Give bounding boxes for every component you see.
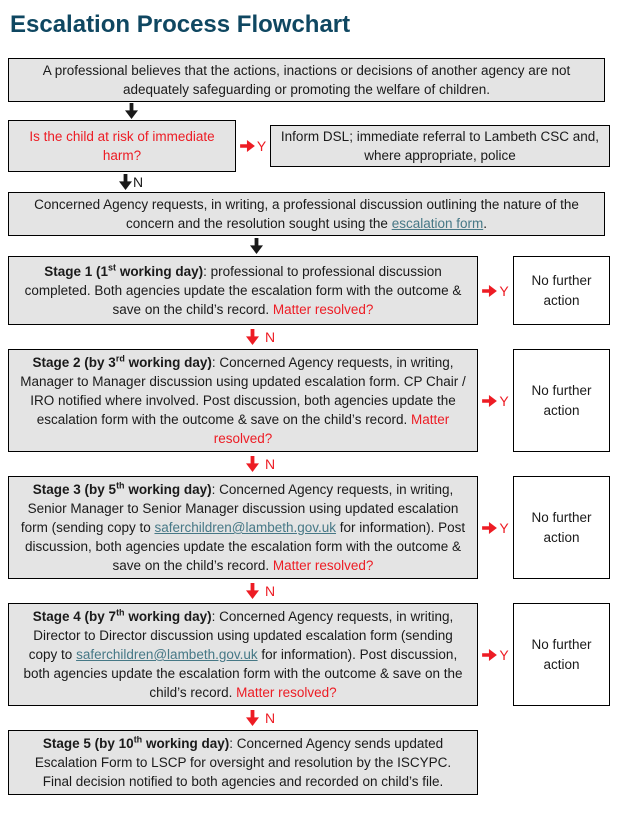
request-text-pre: Concerned Agency requests, in writing, a… [34, 197, 579, 231]
no-connector: N [246, 706, 623, 730]
matter-resolved-question: Matter resolved? [272, 558, 374, 573]
request-text-post: . [483, 216, 487, 231]
down-arrow-icon [246, 583, 259, 599]
stage-1-text: Stage 1 (1st working day): professional … [19, 262, 467, 319]
stage-body: : professional to professional discussio… [24, 264, 462, 317]
right-arrow-icon [482, 394, 498, 407]
stage-title: Stage 4 (by 7 [32, 609, 117, 624]
stage-1-row: Stage 1 (1st working day): professional … [8, 256, 623, 325]
risk-question-box: Is the child at risk of immediate harm? [8, 120, 236, 172]
stage-3-text: Stage 3 (by 5th working day): Concerned … [19, 480, 467, 575]
request-discussion-text: Concerned Agency requests, in writing, a… [16, 195, 597, 233]
stage-title-end: working day) [142, 736, 230, 751]
yes-label: Y [499, 282, 509, 299]
no-further-action-box: No further action [513, 603, 610, 706]
yes-label: Y [256, 138, 267, 154]
matter-resolved-question: Matter resolved? [236, 685, 337, 700]
no-further-action-text: No further action [531, 382, 592, 418]
stage-title: Stage 2 (by 3 [32, 355, 116, 370]
stage-4-box: Stage 4 (by 7th working day): Concerned … [8, 603, 478, 706]
down-arrow-icon [119, 174, 132, 190]
stage-3-row: Stage 3 (by 5th working day): Concerned … [8, 476, 623, 579]
yes-connector: Y [478, 647, 513, 663]
flow-connector [250, 236, 623, 256]
no-further-action-box: No further action [513, 256, 610, 325]
stage-4-row: Stage 4 (by 7th working day): Concerned … [8, 603, 623, 706]
yes-label: Y [499, 519, 509, 536]
stage-5-box: Stage 5 (by 10th working day): Concerned… [8, 730, 478, 795]
down-arrow-icon [246, 456, 259, 472]
stage-3-box: Stage 3 (by 5th working day): Concerned … [8, 476, 478, 579]
right-arrow-icon [482, 648, 498, 661]
yes-connector: Y [478, 393, 513, 409]
yes-connector: Y [478, 283, 513, 299]
stage-title-end: working day) [124, 609, 212, 624]
no-connector: N [246, 452, 623, 476]
ordinal-suffix: st [108, 262, 117, 273]
page-title: Escalation Process Flowchart [10, 11, 351, 38]
intro-box: A professional believes that the actions… [8, 58, 605, 102]
inform-dsl-text: Inform DSL; immediate referral to Lambet… [280, 129, 600, 163]
stage-body: : Concerned Agency sends updated Escalat… [34, 736, 452, 789]
no-label: N [133, 174, 144, 190]
no-further-action-text: No further action [531, 272, 592, 308]
stage-2-box: Stage 2 (by 3rd working day): Concerned … [8, 349, 478, 452]
flowchart-page: Escalation Process Flowchart A professio… [8, 11, 623, 795]
no-connector: N [246, 579, 623, 603]
down-arrow-icon [246, 329, 259, 345]
stage-1-box: Stage 1 (1st working day): professional … [8, 256, 478, 325]
stage-title: Stage 1 (1 [44, 264, 109, 279]
yes-label: Y [499, 646, 509, 663]
down-arrow-icon [250, 238, 263, 254]
no-connector: N [246, 325, 623, 349]
ordinal-suffix: th [133, 734, 143, 745]
no-label: N [265, 456, 276, 472]
stage-title: Stage 5 (by 10 [42, 736, 134, 751]
no-connector: N [119, 172, 623, 192]
no-further-action-box: No further action [513, 476, 610, 579]
right-arrow-icon [482, 521, 498, 534]
ordinal-suffix: th [116, 480, 125, 491]
stage-2-row: Stage 2 (by 3rd working day): Concerned … [8, 349, 623, 452]
right-arrow-icon [239, 140, 255, 152]
saferchildren-email-link[interactable]: saferchildren@lambeth.gov.uk [154, 520, 337, 535]
inform-dsl-box: Inform DSL; immediate referral to Lambet… [270, 125, 610, 167]
stage-body: : Concerned Agency requests, in writing,… [28, 609, 454, 662]
down-arrow-icon [246, 710, 259, 726]
yes-connector: Y [478, 520, 513, 536]
matter-resolved-question: Matter resolved? [272, 302, 374, 317]
stage-5-row: Stage 5 (by 10th working day): Concerned… [8, 730, 623, 795]
stage-4-text: Stage 4 (by 7th working day): Concerned … [19, 607, 467, 702]
stage-body-after-link: for information). Post discussion, both … [23, 647, 463, 700]
right-arrow-icon [482, 284, 498, 297]
risk-question-row: Is the child at risk of immediate harm? … [8, 120, 623, 172]
stage-body: : Concerned Agency requests, in writing,… [20, 355, 466, 427]
no-further-action-box: No further action [513, 349, 610, 452]
stage-title-end: working day) [116, 264, 204, 279]
stage-5-text: Stage 5 (by 10th working day): Concerned… [19, 734, 467, 791]
flow-connector [125, 102, 623, 120]
no-further-action-text: No further action [531, 636, 592, 672]
no-label: N [265, 329, 276, 345]
stage-title-end: working day) [124, 482, 212, 497]
stage-body: : Concerned Agency requests, in writing,… [20, 482, 459, 535]
escalation-form-link[interactable]: escalation form [391, 216, 484, 231]
risk-question-text: Is the child at risk of immediate harm? [29, 129, 215, 163]
matter-resolved-question: Matter resolved? [213, 412, 450, 446]
saferchildren-email-link[interactable]: saferchildren@lambeth.gov.uk [76, 647, 258, 662]
yes-connector: Y [236, 138, 270, 154]
intro-text: A professional believes that the actions… [42, 63, 571, 97]
stage-body-after-link: for information). Post discussion, both … [24, 520, 466, 573]
stage-2-text: Stage 2 (by 3rd working day): Concerned … [19, 353, 467, 448]
no-label: N [265, 710, 276, 726]
ordinal-suffix: rd [115, 353, 125, 364]
stage-title-end: working day) [124, 355, 212, 370]
yes-label: Y [499, 392, 509, 409]
ordinal-suffix: th [116, 607, 125, 618]
no-further-action-text: No further action [531, 509, 592, 545]
stage-title: Stage 3 (by 5 [32, 482, 117, 497]
down-arrow-icon [125, 103, 138, 119]
request-discussion-box: Concerned Agency requests, in writing, a… [8, 192, 605, 236]
no-label: N [265, 583, 276, 599]
